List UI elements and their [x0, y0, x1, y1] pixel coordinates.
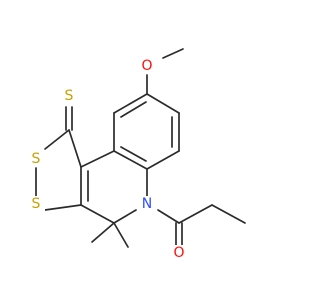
bond-c4-methyl-a — [91, 222, 115, 243]
bond-n-carbonyl — [157, 209, 180, 224]
bond-c9-c8 — [113, 93, 148, 114]
molecule-canvas: O S S S N O — [29, 48, 246, 261]
bond-c9b-c9a — [80, 150, 115, 168]
bond-c1-s2 — [44, 129, 70, 150]
ring-nitrogen-label: N — [142, 196, 152, 212]
bond-n-c4 — [113, 209, 137, 224]
bond-c9b-c1 — [68, 129, 82, 168]
bond-c9-c8-inner — [120, 101, 147, 118]
ring-sulfur-lower-label: S — [32, 196, 41, 212]
bond-c4-c3a — [80, 204, 115, 224]
ring-sulfur-upper-label: S — [32, 151, 41, 167]
molecule-structure: O S S S N O — [29, 48, 246, 261]
carbonyl-oxygen-label: O — [173, 245, 184, 261]
bond-c4-methyl-b — [113, 222, 129, 248]
bond-s3-c3a — [44, 204, 82, 211]
bond-c8-c7 — [146, 93, 180, 114]
bond-c5a-c9a — [113, 150, 148, 170]
bond-c6-c5a — [146, 150, 180, 170]
atom-labels: O S S S N O — [29, 58, 187, 261]
bond-carbonyl-ethyl — [178, 204, 213, 224]
bond-ethyl — [211, 204, 246, 224]
bond-c5a-c9a-inner — [120, 146, 147, 162]
thione-sulfur-label: S — [65, 88, 74, 104]
bond-methyl-oxygen — [162, 48, 184, 59]
methoxy-oxygen-label: O — [141, 58, 152, 74]
bonds — [35, 48, 246, 248]
